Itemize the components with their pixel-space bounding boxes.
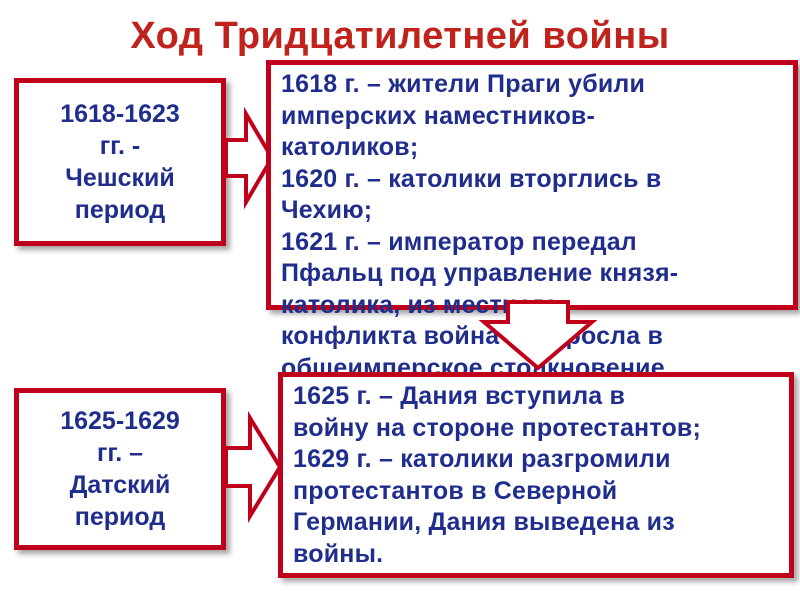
slide-title: Ход Тридцатилетней войны	[130, 15, 670, 57]
event-line: конфликта война переросла в	[281, 322, 664, 350]
event-line: Пфальц под управление князя-	[281, 259, 679, 287]
event-line: войны.	[293, 539, 384, 568]
event-line: 1620 г. – католики вторглись в	[281, 164, 662, 193]
event-line: 1618 г. – жители Праги убили	[281, 70, 646, 98]
period-dates: 1618-1623	[60, 100, 180, 128]
period-name: Чешский	[65, 164, 175, 192]
down-arrow-icon	[478, 300, 598, 371]
period-box-czech: 1618-1623 гг. - Чешский период	[14, 78, 226, 246]
period-years-abbr: гг. –	[96, 439, 144, 467]
period-label-danish: 1625-1629 гг. – Датский период	[60, 405, 180, 533]
period-name: Датский	[69, 471, 171, 499]
right-arrow-icon	[224, 410, 283, 524]
event-line: имперских наместников-	[281, 101, 596, 130]
events-box-danish: 1625 г. – Дания вступила в войну на стор…	[278, 372, 794, 578]
period-dates: 1625-1629	[60, 407, 180, 435]
event-line: протестантов в Северной	[293, 476, 618, 505]
event-line: Германии, Дания выведена из	[293, 508, 675, 536]
event-line: 1625 г. – Дания вступила в	[293, 382, 626, 410]
event-line: Чехию;	[281, 196, 373, 224]
period-word: период	[74, 196, 166, 224]
period-word: период	[74, 503, 166, 531]
event-line: католиков;	[281, 133, 419, 161]
period-box-danish: 1625-1629 гг. – Датский период	[14, 388, 226, 550]
event-line: войну на стороне протестантов;	[293, 413, 702, 442]
event-line: 1621 г. – император передал	[281, 227, 637, 256]
events-box-czech: 1618 г. – жители Праги убили имперских н…	[266, 60, 798, 382]
event-line: 1629 г. – католики разгромили	[293, 445, 671, 473]
right-arrow-icon	[224, 106, 275, 210]
period-label-czech: 1618-1623 гг. - Чешский период	[60, 98, 180, 226]
period-years-abbr: гг. -	[99, 132, 141, 160]
